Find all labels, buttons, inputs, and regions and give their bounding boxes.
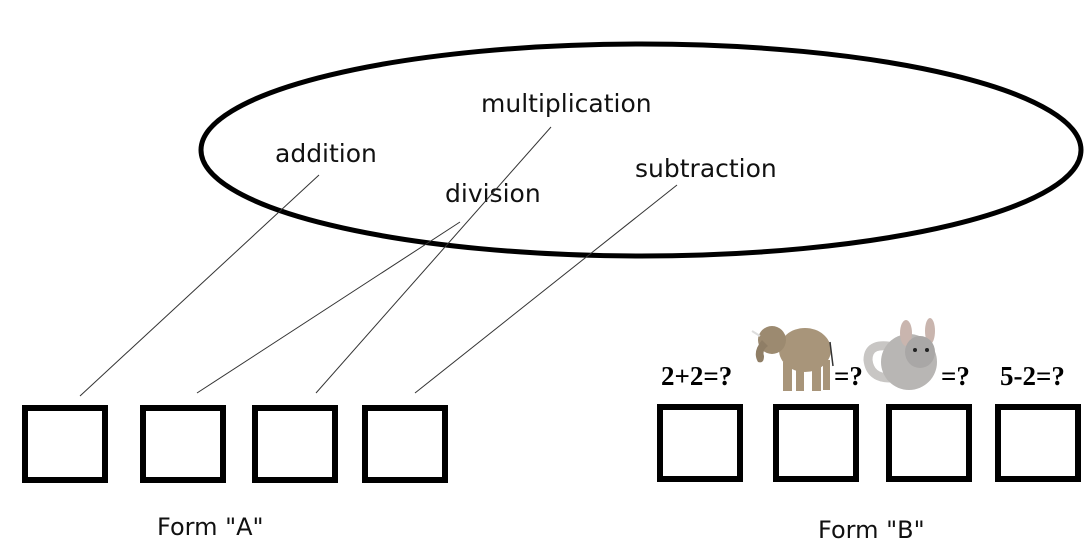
- form-a-label: Form "A": [157, 513, 264, 541]
- term-subtraction: subtraction: [635, 154, 777, 183]
- equation-1: 2+2=?: [661, 361, 732, 391]
- line-division: [196, 221, 461, 394]
- connector-lines: [79, 126, 678, 397]
- equation-4: 5-2=?: [1000, 361, 1065, 391]
- form-a-box-4[interactable]: [362, 405, 448, 483]
- form-b-box-2[interactable]: [773, 404, 859, 482]
- line-addition: [79, 174, 320, 397]
- term-addition: addition: [275, 139, 377, 168]
- form-b-box-1[interactable]: [657, 404, 743, 482]
- line-multiplication: [315, 126, 552, 394]
- line-subtraction: [414, 184, 678, 394]
- equation-2: =?: [834, 361, 863, 391]
- operations-ellipse: [198, 41, 1084, 259]
- elephant-icon: [751, 326, 834, 391]
- equation-3: =?: [941, 361, 970, 391]
- form-b-box-3[interactable]: [886, 404, 972, 482]
- form-a-box-3[interactable]: [252, 405, 338, 483]
- chinchilla-icon: [863, 318, 937, 390]
- form-b-label: Form "B": [818, 516, 925, 544]
- form-a-box-1[interactable]: [22, 405, 108, 483]
- term-multiplication: multiplication: [481, 89, 652, 118]
- form-b-box-4[interactable]: [995, 404, 1081, 482]
- form-b-boxes: [657, 404, 1081, 482]
- form-a-box-2[interactable]: [140, 405, 226, 483]
- form-a-boxes: [22, 405, 448, 483]
